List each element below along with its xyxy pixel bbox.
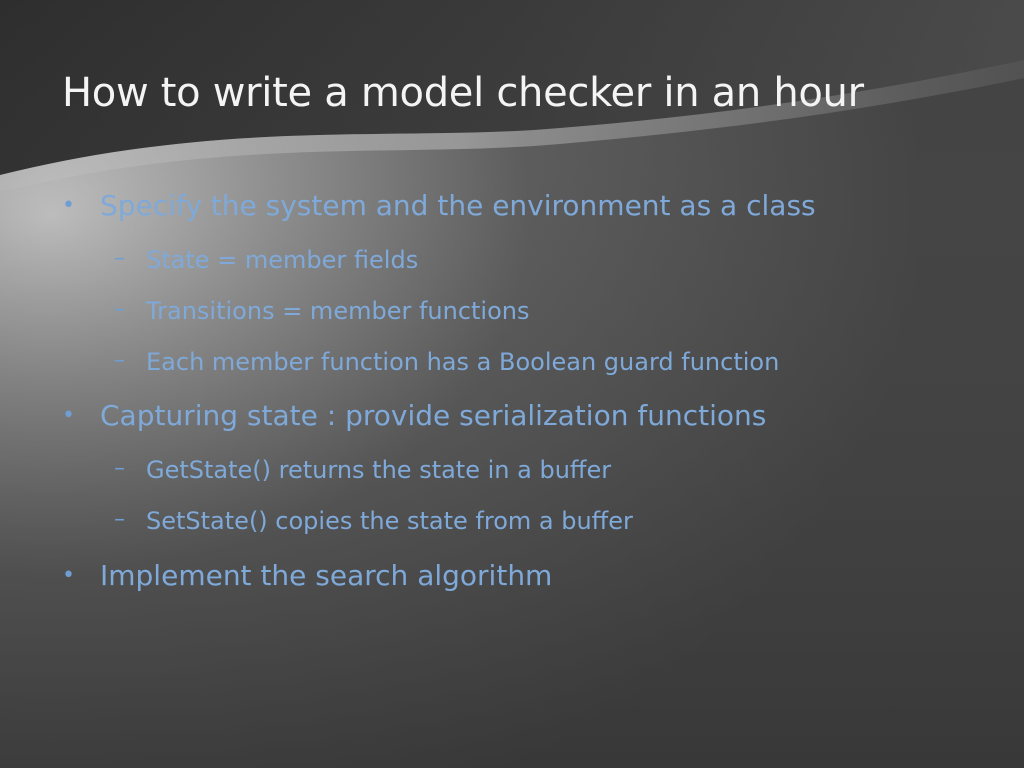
sub-bullet-marker: – — [114, 507, 125, 532]
slide-title: How to write a model checker in an hour — [62, 70, 864, 116]
sub-bullet-marker: – — [114, 297, 125, 322]
bullet-marker: • — [62, 403, 75, 428]
bullet-list: • Specify the system and the environment … — [62, 0, 1002, 768]
bullet-text: Implement the search algorithm — [100, 559, 553, 592]
bullet-marker: • — [62, 193, 75, 218]
bullet-item: • Specify the system and the environment … — [62, 189, 816, 222]
sub-bullet-marker: – — [114, 348, 125, 373]
sub-bullet-text: State = member fields — [146, 246, 419, 274]
bullet-text: Capturing state : provide serialization … — [100, 399, 767, 432]
sub-bullet-marker: – — [114, 246, 125, 271]
bullet-marker: • — [62, 563, 75, 588]
sub-bullet-text: Transitions = member functions — [146, 297, 530, 325]
bullet-text: Specify the system and the environment a… — [100, 189, 816, 222]
sub-bullet-text: SetState() copies the state from a buffe… — [146, 507, 633, 535]
bullet-item: • Implement the search algorithm — [62, 559, 552, 592]
sub-bullet-marker: – — [114, 456, 125, 481]
bullet-item: • Capturing state : provide serialization… — [62, 399, 766, 432]
sub-bullet-text: Each member function has a Boolean guard… — [146, 348, 780, 376]
sub-bullet-text: GetState() returns the state in a buffer — [146, 456, 612, 484]
